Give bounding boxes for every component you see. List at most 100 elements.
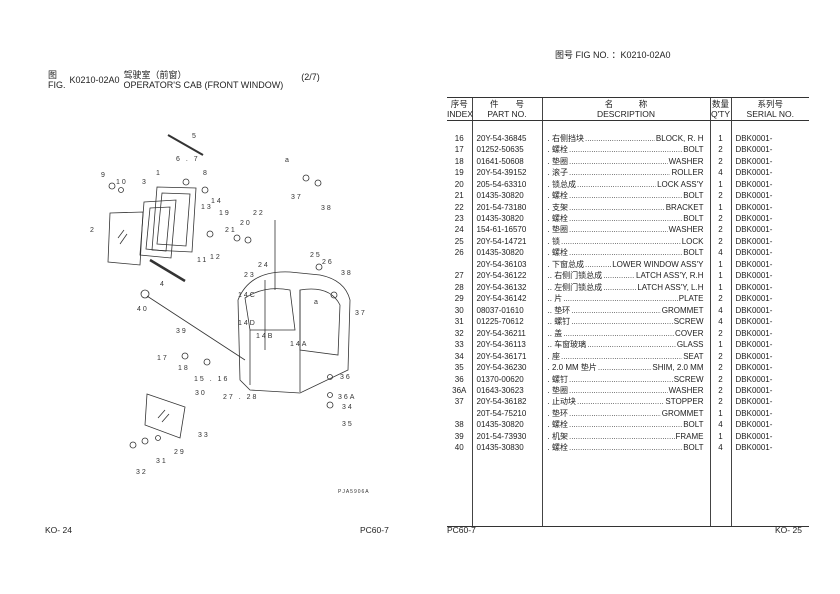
- desc-cn: 垫环: [554, 305, 571, 315]
- callout-label: 39: [176, 328, 188, 335]
- fig-title-cn: 驾驶室（前窗）: [123, 70, 187, 80]
- row-quantity: 2: [709, 224, 731, 236]
- desc-prefix: .: [547, 179, 550, 189]
- row-index: 27: [454, 271, 464, 281]
- leader-dots: [569, 442, 682, 453]
- desc-cn: 螺栓: [551, 443, 568, 453]
- row-serial: DBK0001-: [730, 407, 809, 420]
- callout-label: 6 . 7: [176, 156, 200, 163]
- desc-cn: 螺栓: [551, 145, 568, 155]
- row-quantity: 2: [709, 327, 731, 339]
- row-description: . 螺栓BOLT: [541, 143, 710, 156]
- desc-en: BOLT: [683, 443, 704, 453]
- desc-prefix: .: [547, 191, 550, 201]
- leader-dots: [571, 305, 661, 316]
- row-index: 28: [454, 282, 464, 292]
- desc-en: STOPPER: [665, 397, 704, 407]
- row-description: . 右侧挡块BLOCK, R. H: [541, 132, 710, 144]
- row-quantity: 2: [709, 189, 731, 202]
- row-description: . 止动块STOPPER: [541, 396, 710, 408]
- desc-prefix: .: [547, 259, 550, 269]
- desc-en: SCREW: [673, 374, 704, 384]
- callout-label: 18: [178, 365, 190, 372]
- desc-en: BOLT: [683, 420, 704, 430]
- row-index: 17: [454, 145, 464, 155]
- row-serial: DBK0001-: [730, 155, 809, 167]
- row-part-number: 01252-50635: [471, 143, 542, 156]
- desc-cn: 片: [554, 294, 563, 304]
- row-serial: DBK0001-: [730, 442, 809, 454]
- desc-en: GROMMET: [661, 408, 704, 418]
- desc-en: BRACKET: [665, 202, 704, 212]
- desc-cn: 座: [551, 351, 560, 361]
- row-part-number: 20Y-54-14721: [471, 235, 542, 248]
- row-index: 30: [454, 305, 464, 315]
- row-serial: DBK0001-: [730, 201, 809, 213]
- leader-dots: [569, 431, 675, 442]
- leader-dots: [561, 351, 682, 362]
- callout-label: 3: [142, 179, 148, 186]
- row-quantity: 4: [709, 247, 731, 259]
- callout-label: 25: [310, 252, 322, 259]
- desc-prefix: .: [547, 408, 550, 418]
- row-part-number: 01643-30623: [471, 384, 542, 397]
- callout-label: 10: [116, 179, 128, 186]
- row-serial: DBK0001-: [730, 327, 809, 339]
- serial-header-cn: 系列号: [757, 99, 783, 109]
- row-index: 25: [454, 236, 464, 246]
- row-serial: DBK0001-: [730, 430, 809, 443]
- desc-prefix: ..: [547, 282, 552, 292]
- callout-label: 20: [240, 220, 252, 227]
- row-description: . 机架FRAME: [541, 430, 710, 443]
- row-index: 38: [454, 420, 464, 430]
- row-part-number: 01435-30820: [471, 419, 542, 431]
- row-serial: DBK0001-: [730, 373, 809, 385]
- row-serial: DBK0001-: [730, 338, 809, 351]
- row-quantity: 1: [709, 407, 731, 420]
- desc-en: WASHER: [668, 386, 704, 396]
- row-description: .. 车窗玻璃GLASS: [541, 338, 710, 351]
- leader-dots: [569, 247, 682, 258]
- row-index: 23: [454, 213, 464, 223]
- callout-label: 35: [342, 421, 354, 428]
- callout-label: 17: [157, 355, 169, 362]
- row-description: . 支架BRACKET: [541, 201, 710, 213]
- row-description: . 锁LOCK: [541, 235, 710, 248]
- row-quantity: 2: [709, 396, 731, 408]
- right-page-number: KO- 25: [775, 525, 802, 535]
- row-part-number: 154-61-16570: [471, 224, 542, 236]
- row-index: [447, 408, 472, 419]
- fig-number: K0210-02A0: [69, 75, 120, 85]
- desc-en: PLATE: [678, 294, 704, 304]
- row-description: . 垫圈WASHER: [541, 384, 710, 397]
- callout-label: 2: [90, 227, 96, 234]
- row-description: .. 盖COVER: [541, 327, 710, 339]
- row-index: 22: [454, 202, 464, 212]
- row-description: . 座SEAT: [541, 350, 710, 362]
- row-quantity: 1: [709, 281, 731, 294]
- callout-label: 19: [219, 210, 231, 217]
- row-index: 37: [454, 397, 464, 407]
- callout-label: 40: [137, 306, 149, 313]
- row-serial: DBK0001-: [730, 212, 809, 225]
- row-serial: DBK0001-: [730, 419, 809, 431]
- desc-prefix: .: [547, 374, 550, 384]
- row-part-number: 205-54-63310: [471, 178, 542, 190]
- fig-page-of: (2/7): [301, 72, 320, 82]
- qty-header-en: Q'TY: [710, 109, 731, 119]
- row-description: . 锁总成LOCK ASS'Y: [541, 178, 710, 190]
- desc-en: COVER: [675, 328, 704, 338]
- callout-label: 14D: [238, 320, 257, 327]
- desc-en: BOLT: [683, 191, 704, 201]
- row-serial: DBK0001-: [730, 178, 809, 190]
- leader-dots: [571, 316, 673, 327]
- leader-dots: [569, 190, 682, 201]
- desc-prefix: ..: [547, 271, 552, 281]
- row-part-number: 01225-70612: [471, 315, 542, 328]
- desc-prefix: .: [547, 363, 550, 373]
- desc-cn: 螺钉: [554, 317, 571, 327]
